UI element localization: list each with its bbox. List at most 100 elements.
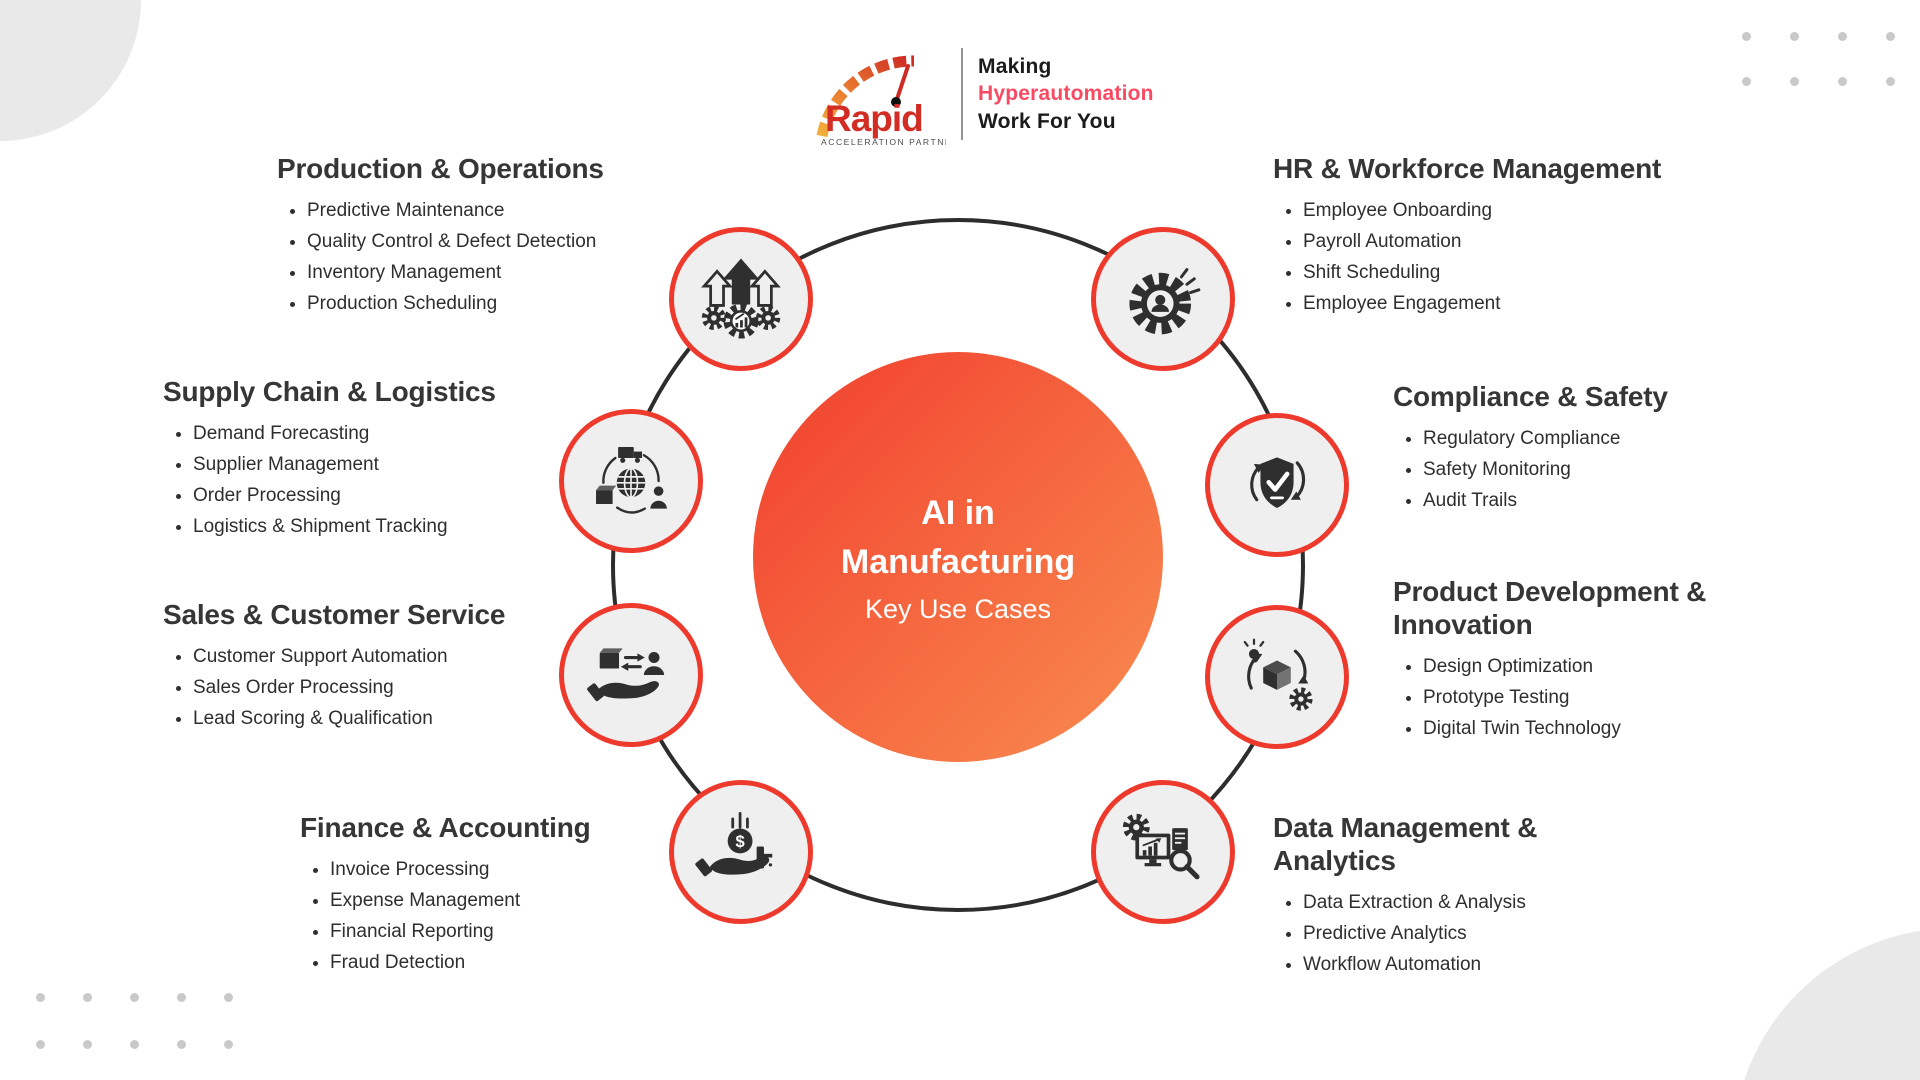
dot <box>177 1040 186 1049</box>
section-title: Compliance & Safety <box>1393 381 1668 412</box>
section-items: Predictive MaintenanceQuality Control & … <box>283 201 604 314</box>
dot <box>1790 77 1799 86</box>
center-subtitle: Key Use Cases <box>864 593 1052 624</box>
section-title: Production & Operations <box>277 153 604 184</box>
center-title-line-2: Manufacturing <box>840 542 1076 581</box>
list-item: Employee Engagement <box>1303 293 1661 314</box>
list-item: Lead Scoring & Qualification <box>193 708 505 729</box>
list-item: Predictive Analytics <box>1303 924 1583 944</box>
node-compliance <box>1205 413 1349 557</box>
list-item: Data Extraction & Analysis <box>1303 893 1583 913</box>
sales-box-person-exchange-icon <box>587 648 665 702</box>
dot <box>177 993 186 1002</box>
node-finance: $ <box>669 780 813 924</box>
list-item: Safety Monitoring <box>1423 460 1668 480</box>
list-item: Supplier Management <box>193 455 496 475</box>
brand-name: Rapid <box>825 98 923 139</box>
node-supply-chain <box>559 409 703 553</box>
list-item: Regulatory Compliance <box>1423 429 1668 449</box>
list-item: Sales Order Processing <box>193 678 505 698</box>
speedometer-needle-icon <box>894 64 910 104</box>
list-item: Audit Trails <box>1423 490 1668 511</box>
section-supply-chain-logistics: Supply Chain & Logistics Demand Forecast… <box>163 375 496 548</box>
section-items: Regulatory ComplianceSafety MonitoringAu… <box>1399 429 1668 511</box>
section-title: Finance & Accounting <box>300 812 591 843</box>
section-title: Sales & Customer Service <box>163 599 506 630</box>
list-item: Order Processing <box>193 485 496 506</box>
tagline-line-3: Work For You <box>978 109 1116 133</box>
node-data-analytics <box>1091 780 1235 924</box>
list-item: Customer Support Automation <box>193 647 505 667</box>
rapid-logo: Rapid ACCELERATION PARTNERS <box>816 55 946 147</box>
center-circle: AI in Manufacturing Key Use Cases <box>753 352 1163 762</box>
list-item: Inventory Management <box>307 262 604 283</box>
production-growth-gears-icon <box>701 258 781 339</box>
list-item: Predictive Maintenance <box>307 201 604 221</box>
list-item: Payroll Automation <box>1303 232 1661 252</box>
compliance-shield-check-icon <box>1250 457 1306 508</box>
dot <box>83 993 92 1002</box>
dot <box>1838 32 1847 41</box>
section-title: Data Management & Analytics <box>1273 812 1538 877</box>
svg-text:$: $ <box>735 832 744 851</box>
dot <box>36 993 45 1002</box>
tagline: Making Hyperautomation Work For You <box>978 53 1154 135</box>
header-logo-block: Rapid ACCELERATION PARTNERS Making Hyper… <box>812 38 1154 150</box>
list-item: Demand Forecasting <box>193 424 496 444</box>
dot-grid-top-right <box>1742 32 1895 86</box>
section-data-management-analytics: Data Management & Analytics Data Extract… <box>1273 811 1583 986</box>
section-items: Design OptimizationPrototype TestingDigi… <box>1399 657 1745 739</box>
dot-grid-bottom-left <box>36 993 233 1049</box>
list-item: Invoice Processing <box>330 860 591 880</box>
list-item: Logistics & Shipment Tracking <box>193 516 496 537</box>
dot <box>1742 32 1751 41</box>
list-item: Design Optimization <box>1423 657 1745 677</box>
logo-divider <box>961 48 963 140</box>
list-item: Digital Twin Technology <box>1423 718 1745 739</box>
section-production-operations: Production & Operations Predictive Maint… <box>277 152 604 325</box>
brand-subtext: ACCELERATION PARTNERS <box>821 137 946 147</box>
list-item: Prototype Testing <box>1423 688 1745 708</box>
center-title-line-1: AI in <box>921 494 995 533</box>
section-items: Employee OnboardingPayroll AutomationShi… <box>1279 201 1661 314</box>
section-product-development-innovation: Product Development & Innovation Design … <box>1393 575 1745 750</box>
section-compliance-safety: Compliance & Safety Regulatory Complianc… <box>1393 380 1668 522</box>
list-item: Shift Scheduling <box>1303 262 1661 283</box>
list-item: Employee Onboarding <box>1303 201 1661 221</box>
list-item: Quality Control & Defect Detection <box>307 232 604 252</box>
product-innovation-box-icon <box>1243 638 1323 723</box>
dot <box>1742 77 1751 86</box>
dot <box>83 1040 92 1049</box>
needle-pivot-icon <box>891 97 901 107</box>
list-item: Fraud Detection <box>330 952 591 973</box>
dot <box>1790 32 1799 41</box>
dot <box>36 1040 45 1049</box>
dot <box>224 1040 233 1049</box>
node-hr <box>1091 227 1235 371</box>
section-sales-customer-service: Sales & Customer Service Customer Suppor… <box>163 598 505 740</box>
tagline-line-1: Making <box>978 55 1052 79</box>
section-items: Customer Support AutomationSales Order P… <box>169 647 505 729</box>
dot <box>224 993 233 1002</box>
supply-chain-globe-icon <box>596 446 667 514</box>
section-title: Supply Chain & Logistics <box>163 376 496 407</box>
speedometer-arc-icon <box>816 55 915 138</box>
section-finance-accounting: Finance & Accounting Invoice ProcessingE… <box>300 811 591 984</box>
node-sales <box>559 603 703 747</box>
dot <box>130 993 139 1002</box>
list-item: Production Scheduling <box>307 293 604 314</box>
section-title: Product Development & Innovation <box>1393 576 1707 641</box>
section-hr-workforce-management: HR & Workforce Management Employee Onboa… <box>1273 152 1661 325</box>
hr-gear-person-icon <box>1129 268 1201 335</box>
data-analytics-dashboard-icon <box>1117 806 1200 880</box>
tagline-line-2: Hyperautomation <box>978 82 1154 106</box>
finance-coin-hand-icon: $ <box>695 811 773 877</box>
section-items: Demand ForecastingSupplier ManagementOrd… <box>169 424 496 537</box>
dot <box>1886 32 1895 41</box>
node-production <box>669 227 813 371</box>
list-item: Expense Management <box>330 891 591 911</box>
list-item: Workflow Automation <box>1303 954 1583 975</box>
section-items: Invoice ProcessingExpense ManagementFina… <box>306 860 591 973</box>
